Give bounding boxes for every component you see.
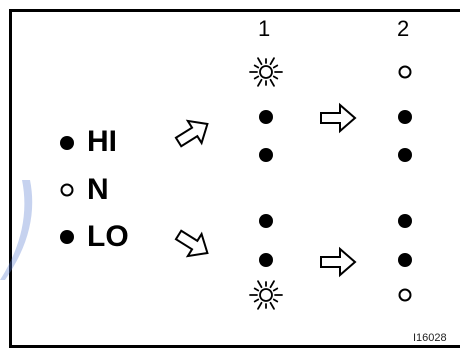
arrow-1-to-2-lower (320, 246, 357, 278)
column-1-lower-lamp-2 (259, 253, 273, 267)
legend-lamp-lo (60, 230, 74, 244)
column-2-upper-lamp-1 (398, 65, 412, 79)
mode-label-hi: HI (87, 125, 117, 158)
legend-lamp-n (60, 183, 74, 197)
arrow-lo-to-1 (174, 229, 209, 258)
column-2-upper-lamp-3 (398, 148, 412, 162)
column-1-upper-lamp-3 (259, 148, 273, 162)
legend-lamp-hi (60, 136, 74, 150)
column-1-upper-lamp-2 (259, 110, 273, 124)
figure-id: I16028 (413, 332, 447, 344)
diagram-frame (9, 9, 460, 348)
column-1-lower-lamp-1 (259, 214, 273, 228)
column-2-lower-lamp-1 (398, 214, 412, 228)
column-1-upper-lamp-1 (249, 57, 283, 87)
column-2-upper-lamp-2 (398, 110, 412, 124)
column-1-lower-lamp-3 (249, 280, 283, 310)
mode-label-n: N (87, 173, 109, 206)
arrow-hi-to-1 (174, 119, 209, 148)
watermark-swoosh (0, 180, 33, 280)
column-label-2: 2 (397, 16, 410, 41)
arrow-1-to-2-upper (320, 102, 357, 134)
column-label-1: 1 (258, 16, 271, 41)
mode-label-lo: LO (87, 220, 129, 253)
column-2-lower-lamp-3 (398, 288, 412, 302)
column-2-lower-lamp-2 (398, 253, 412, 267)
